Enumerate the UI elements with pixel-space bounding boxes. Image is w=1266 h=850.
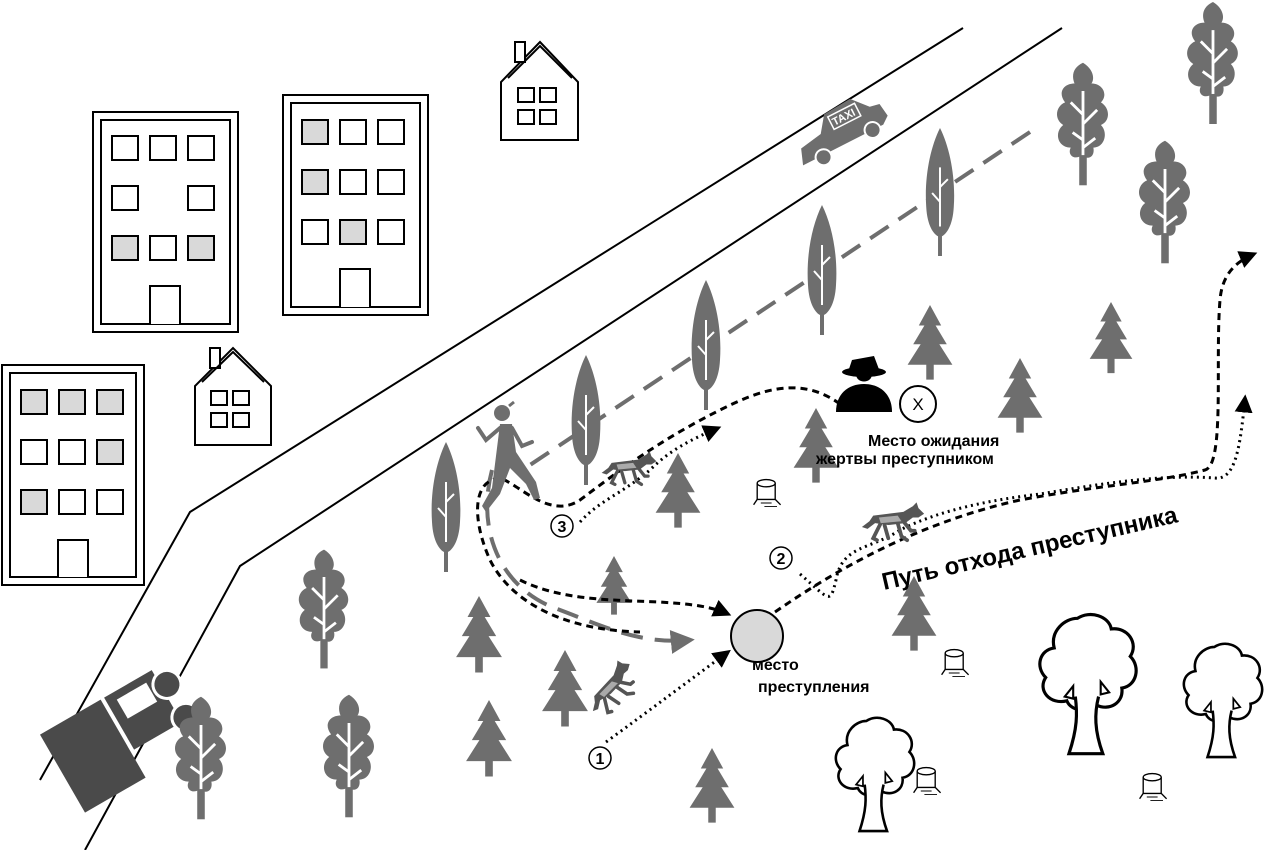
victim-route	[485, 130, 1032, 654]
crime-scene-label-line1: место	[752, 657, 799, 674]
house-icon	[500, 40, 579, 141]
runner-icon	[476, 400, 540, 512]
dog-icon	[576, 654, 648, 723]
marker-3: 3	[550, 514, 574, 538]
fir-tree-icon	[456, 302, 1133, 823]
criminal-icon	[836, 356, 892, 412]
ambush-marker: X	[899, 385, 937, 423]
marker-1-label: 1	[596, 751, 605, 768]
crime-scene-label-line2: преступления	[758, 679, 870, 696]
apartment-building-icon	[1, 364, 145, 586]
apartment-building-icon	[282, 94, 429, 316]
marker-2-label: 2	[777, 551, 786, 568]
ambush-label-line2: жертвы преступником	[815, 451, 994, 468]
ambush-x-mark: X	[912, 395, 923, 414]
escape-route-label: Путь отхода преступника	[879, 501, 1181, 596]
road	[39, 27, 1063, 850]
crime-scene-marker	[730, 609, 784, 663]
dog-route	[578, 394, 1253, 744]
marker-2: 2	[769, 546, 793, 570]
taxi-icon: TAXI	[801, 98, 888, 167]
oak-tree-outline-icon	[834, 612, 1264, 833]
apartment-building-icon	[92, 111, 239, 333]
marker-3-label: 3	[558, 519, 567, 536]
house-icon	[194, 346, 272, 446]
marker-1: 1	[588, 746, 612, 770]
ambush-label-line1: Место ожидания	[868, 433, 999, 450]
